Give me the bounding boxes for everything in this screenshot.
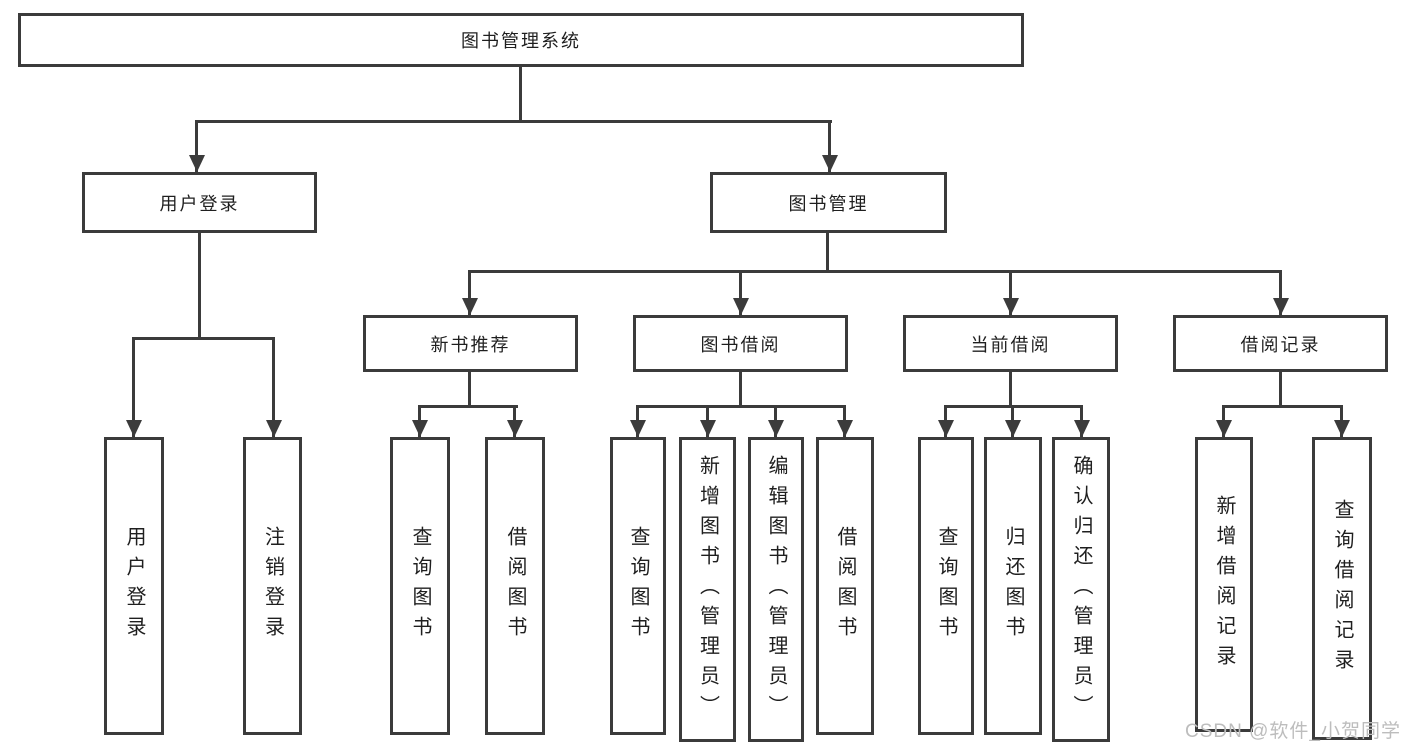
node-label: 查询图书 bbox=[935, 526, 957, 646]
node-new-book-recommend: 新书推荐 bbox=[363, 315, 578, 372]
csdn-watermark: CSDN @软件_小贺同学 bbox=[1185, 721, 1401, 742]
connector-branch-book-mgmt bbox=[828, 120, 831, 172]
node-label: 借阅记录 bbox=[1240, 334, 1321, 355]
arrowhead-cb-return bbox=[1005, 420, 1021, 437]
arrowhead-book-mgmt bbox=[822, 155, 838, 172]
node-label: 编辑图书（管理员） bbox=[765, 454, 787, 725]
node-label: 图书管理系统 bbox=[461, 31, 581, 51]
leaf-borrow-query-books: 查询图书 bbox=[610, 437, 666, 735]
connector-branch-current-borrow bbox=[1009, 270, 1012, 315]
node-user-login: 用户登录 bbox=[82, 172, 317, 233]
connector-root-stub bbox=[519, 67, 522, 123]
leaf-borrow-edit-books-admin: 编辑图书（管理员） bbox=[748, 437, 804, 742]
connector-borrowrecords-bus bbox=[1222, 405, 1342, 408]
node-label: 图书借阅 bbox=[700, 334, 781, 355]
node-borrow-records: 借阅记录 bbox=[1173, 315, 1388, 372]
connector-bookborrow-stub bbox=[739, 372, 742, 408]
leaf-newbooks-borrow-books: 借阅图书 bbox=[485, 437, 545, 735]
node-label: 借阅图书 bbox=[834, 526, 856, 646]
node-label: 查询图书 bbox=[627, 526, 649, 646]
leaf-current-return-books: 归还图书 bbox=[984, 437, 1042, 735]
connector-bookmgmt-stub bbox=[826, 233, 829, 273]
connector-bookmgmt-bus bbox=[468, 270, 1282, 273]
arrowhead-current-borrow bbox=[1003, 298, 1019, 315]
arrowhead-new-books bbox=[462, 298, 478, 315]
leaf-records-query-record: 查询借阅记录 bbox=[1312, 437, 1372, 740]
node-label: 查询图书 bbox=[409, 526, 431, 646]
node-label: 查询借阅记录 bbox=[1331, 498, 1353, 679]
arrowhead-bb-edit bbox=[768, 420, 784, 437]
node-root-library-system: 图书管理系统 bbox=[18, 13, 1024, 67]
connector-borrowrecords-stub bbox=[1279, 372, 1282, 408]
connector-userlogin-stub bbox=[198, 233, 201, 340]
connector-branch-leaf-login bbox=[132, 337, 135, 437]
leaf-user-login: 用户登录 bbox=[104, 437, 164, 735]
arrowhead-cb-query bbox=[938, 420, 954, 437]
node-label: 注销登录 bbox=[261, 526, 284, 646]
arrowhead-bb-query bbox=[630, 420, 646, 437]
leaf-newbooks-query-books: 查询图书 bbox=[390, 437, 450, 735]
arrowhead-leaf-login bbox=[126, 420, 142, 437]
arrowhead-bb-borrow bbox=[837, 420, 853, 437]
node-current-borrow: 当前借阅 bbox=[903, 315, 1118, 372]
connector-root-bus bbox=[196, 120, 832, 123]
arrowhead-nb-query bbox=[412, 420, 428, 437]
connector-branch-borrow-records bbox=[1279, 270, 1282, 315]
arrowhead-leaf-logout bbox=[266, 420, 282, 437]
connector-newbooks-stub bbox=[468, 372, 471, 408]
node-book-management: 图书管理 bbox=[710, 172, 947, 233]
node-label: 用户登录 bbox=[159, 193, 240, 214]
arrowhead-nb-borrow bbox=[507, 420, 523, 437]
arrowhead-borrow-records bbox=[1273, 298, 1289, 315]
leaf-borrow-borrow-books: 借阅图书 bbox=[816, 437, 874, 735]
arrowhead-br-add bbox=[1216, 420, 1232, 437]
node-book-borrow: 图书借阅 bbox=[633, 315, 848, 372]
connector-currentborrow-stub bbox=[1009, 372, 1012, 408]
node-label: 归还图书 bbox=[1002, 526, 1024, 646]
arrowhead-book-borrow bbox=[733, 298, 749, 315]
arrowhead-br-query bbox=[1334, 420, 1350, 437]
leaf-records-add-record: 新增借阅记录 bbox=[1195, 437, 1253, 732]
node-label: 确认归还（管理员） bbox=[1070, 454, 1092, 725]
connector-branch-user-login bbox=[195, 120, 198, 172]
node-label: 新增图书（管理员） bbox=[696, 454, 719, 725]
connector-branch-book-borrow bbox=[739, 270, 742, 315]
arrowhead-cb-confirm bbox=[1074, 420, 1090, 437]
arrowhead-bb-add bbox=[700, 420, 716, 437]
node-label: 借阅图书 bbox=[504, 526, 526, 646]
leaf-logout: 注销登录 bbox=[243, 437, 302, 735]
node-label: 图书管理 bbox=[788, 193, 869, 214]
connector-newbooks-bus bbox=[418, 405, 518, 408]
connector-branch-new-books bbox=[468, 270, 471, 315]
leaf-current-query-books: 查询图书 bbox=[918, 437, 974, 735]
leaf-borrow-add-books-admin: 新增图书（管理员） bbox=[679, 437, 736, 742]
node-label: 用户登录 bbox=[123, 526, 145, 646]
node-label: 新增借阅记录 bbox=[1213, 494, 1235, 675]
node-label: 新书推荐 bbox=[430, 334, 511, 355]
connector-branch-leaf-logout bbox=[272, 337, 275, 437]
arrowhead-user-login bbox=[189, 155, 205, 172]
node-label: 当前借阅 bbox=[970, 334, 1051, 355]
connector-userlogin-bus bbox=[132, 337, 275, 340]
leaf-current-confirm-return-admin: 确认归还（管理员） bbox=[1052, 437, 1110, 742]
connector-bookborrow-bus bbox=[636, 405, 846, 408]
